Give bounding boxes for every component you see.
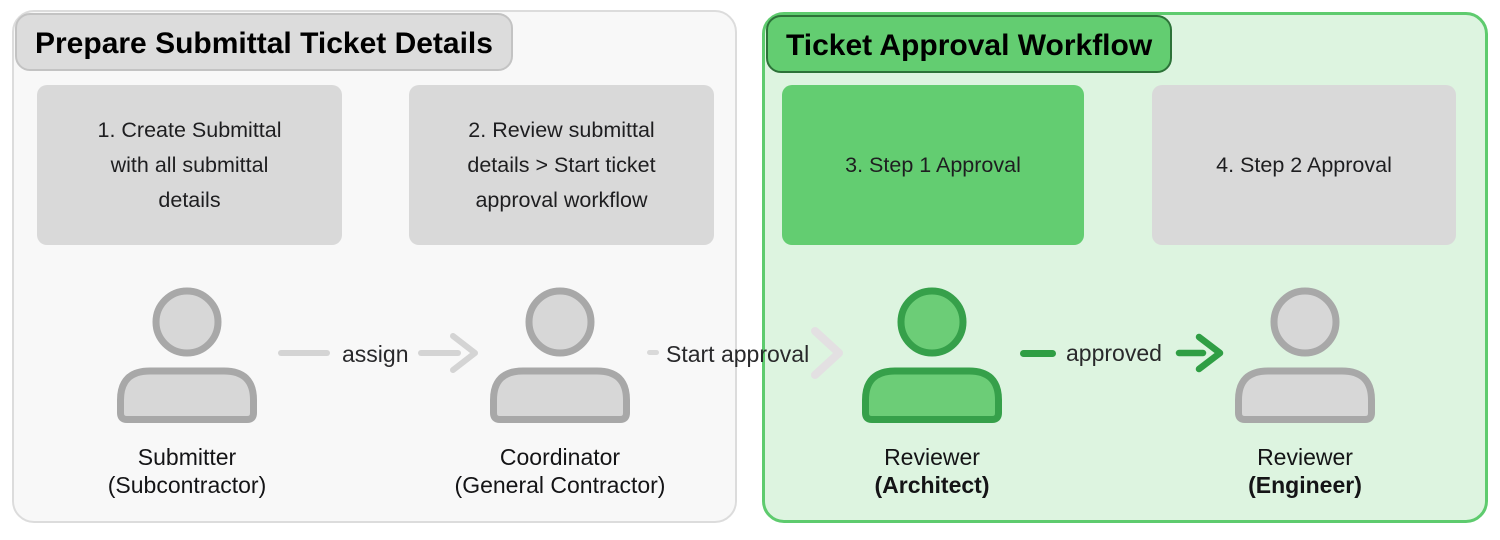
assign-dash	[278, 350, 330, 356]
prepare-submittal-panel: Prepare Submittal Ticket Details 1. Crea…	[12, 10, 737, 523]
reviewer-architect-person-icon	[862, 287, 1002, 423]
approved-arrow-icon	[1175, 333, 1224, 373]
submitter-label: Submitter (Subcontractor)	[27, 443, 347, 499]
actor-name: Coordinator	[499, 444, 621, 470]
start-approval-chevron-icon	[811, 327, 843, 379]
box-line: 3. Step 1 Approval	[845, 152, 1021, 177]
box-line: details > Start ticket	[467, 152, 656, 177]
step1-approval-box: 3. Step 1 Approval	[782, 85, 1084, 245]
actor-role: (Architect)	[874, 472, 990, 498]
box-line: 4. Step 2 Approval	[1216, 152, 1392, 177]
assign-label: assign	[342, 341, 409, 367]
reviewer-engineer-person-icon	[1235, 287, 1375, 423]
box-line: 1. Create Submittal	[97, 117, 282, 142]
actor-role: (Subcontractor)	[107, 472, 267, 498]
submitter-person-icon	[117, 287, 257, 423]
start-approval-label: Start approval	[666, 341, 810, 367]
ticket-approval-panel: Ticket Approval Workflow 3. Step 1 Appro…	[762, 12, 1488, 523]
actor-name: Reviewer	[1257, 444, 1353, 470]
box-line: 2. Review submittal	[468, 117, 655, 142]
box-line: details	[158, 187, 221, 212]
assign-arrow-icon	[418, 333, 478, 373]
reviewer-engineer-label: Reviewer (Engineer)	[1145, 443, 1465, 499]
actor-role: (Engineer)	[1248, 472, 1362, 498]
actor-name: Reviewer	[884, 444, 980, 470]
prepare-panel-title: Prepare Submittal Ticket Details	[15, 13, 513, 71]
coordinator-person-icon	[490, 287, 630, 423]
reviewer-architect-label: Reviewer (Architect)	[772, 443, 1092, 499]
box-line: with all submittal	[110, 152, 269, 177]
step2-review-submittal-box: 2. Review submittal details > Start tick…	[409, 85, 714, 245]
step2-approval-box: 4. Step 2 Approval	[1152, 85, 1456, 245]
box-line: approval workflow	[475, 187, 648, 212]
actor-role: (General Contractor)	[454, 472, 666, 498]
approved-label: approved	[1066, 340, 1162, 366]
start-approval-dash	[647, 350, 659, 355]
coordinator-label: Coordinator (General Contractor)	[400, 443, 720, 499]
actor-name: Submitter	[137, 444, 237, 470]
approval-panel-title: Ticket Approval Workflow	[766, 15, 1173, 73]
approved-dash	[1020, 350, 1056, 357]
step1-create-submittal-box: 1. Create Submittal with all submittal d…	[37, 85, 342, 245]
